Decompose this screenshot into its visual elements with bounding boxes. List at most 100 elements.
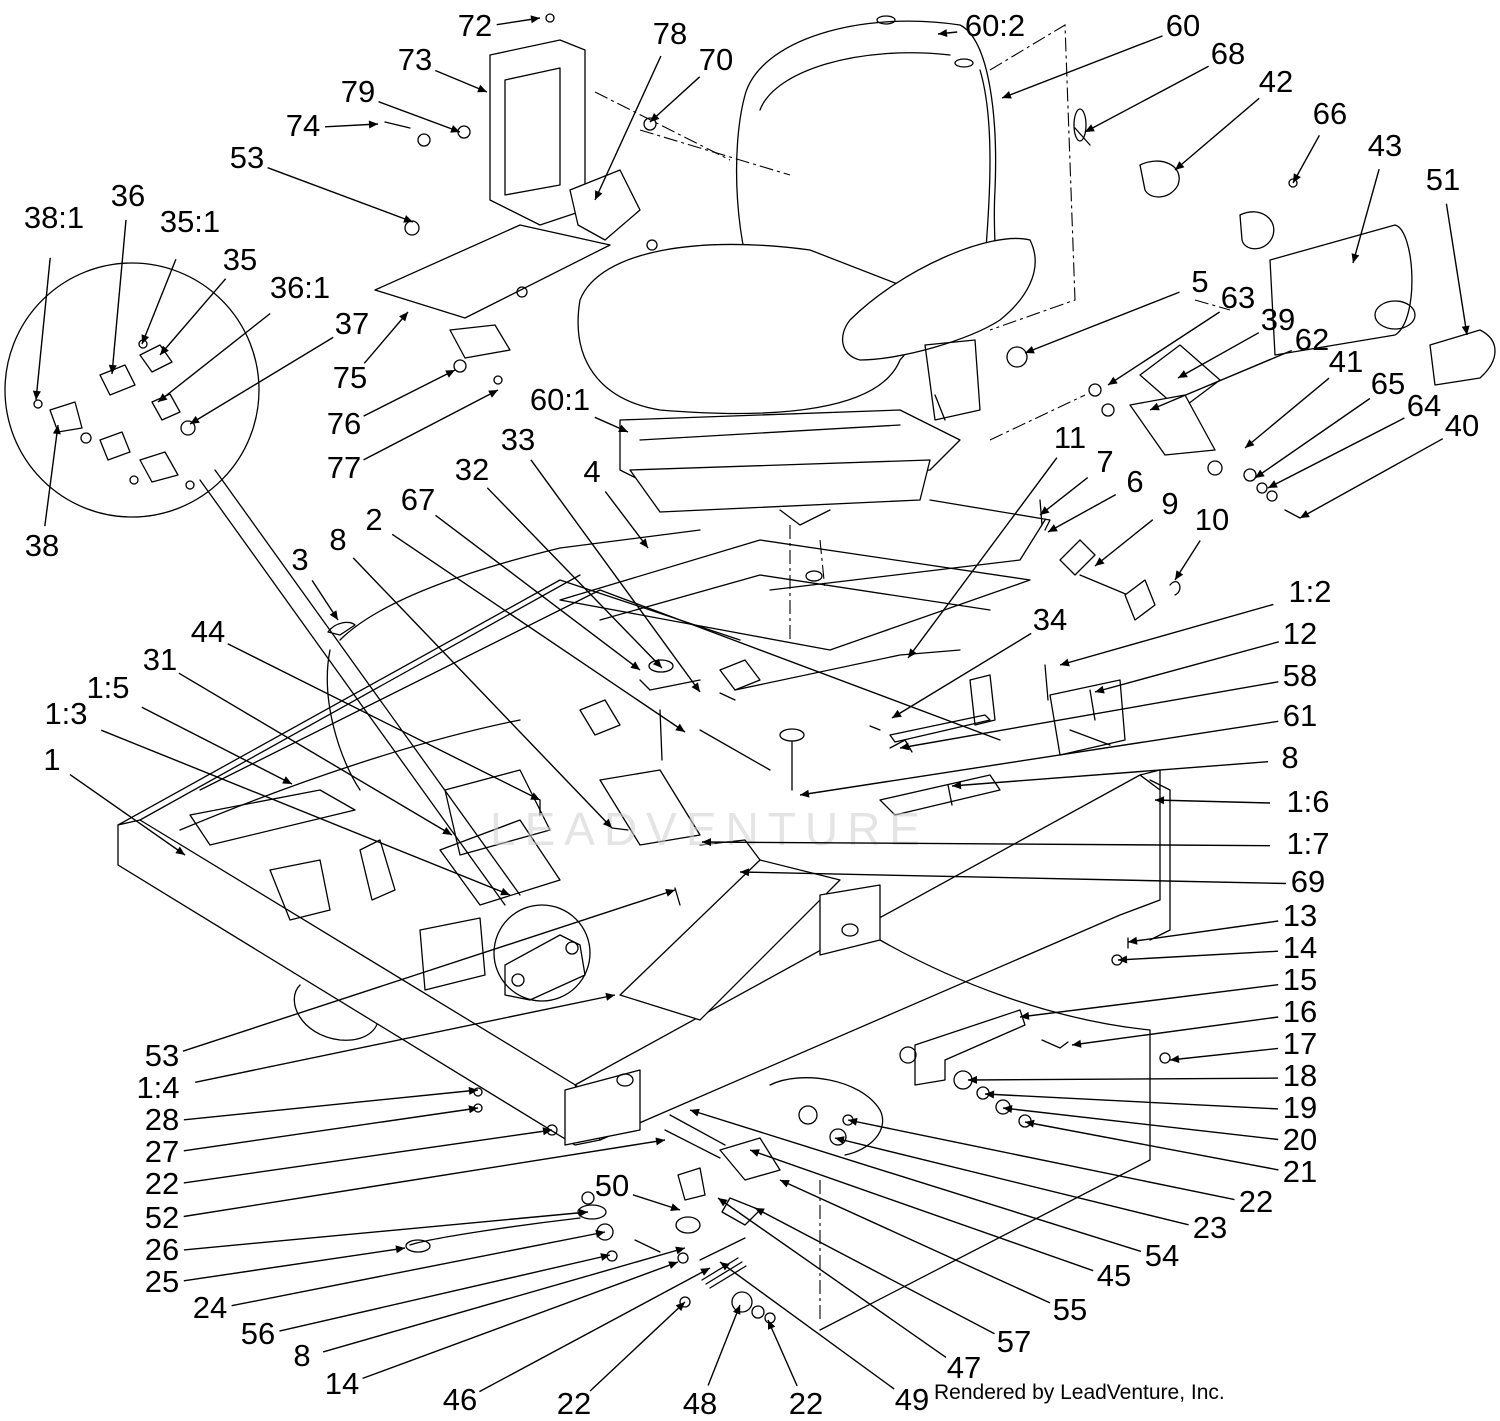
callout-c73: 73 [398, 42, 432, 77]
leader-c38-1 [35, 257, 51, 401]
callout-c19: 19 [1283, 1090, 1317, 1125]
callout-c8a: 8 [329, 522, 346, 557]
arrowhead-c15 [1020, 1011, 1030, 1020]
callout-c61: 61 [1283, 698, 1317, 733]
callout-c1-3: 1:3 [44, 696, 87, 731]
leader-c52 [183, 1139, 666, 1218]
arrowhead-c49 [720, 1262, 730, 1271]
leader-c4 [604, 491, 649, 549]
leader-c31 [178, 672, 453, 836]
arrowhead-c5 [1025, 346, 1035, 354]
detail-inset [4, 262, 521, 906]
right-parts-group [1039, 108, 1496, 621]
leader-c8b [951, 761, 1269, 787]
arrowhead-c4 [639, 538, 648, 548]
callout-c14b: 14 [325, 1366, 359, 1401]
arrowhead-c45 [750, 1149, 760, 1157]
callout-c48: 48 [683, 1386, 717, 1421]
leader-c27 [183, 1107, 479, 1152]
arrowhead-c62 [1150, 402, 1160, 411]
leader-c1-3 [100, 729, 511, 896]
leader-c7 [1039, 477, 1089, 516]
arrowhead-c66 [1293, 173, 1301, 183]
leader-c75 [363, 311, 409, 364]
callout-c52: 52 [145, 1200, 179, 1235]
callout-c45: 45 [1097, 1258, 1131, 1293]
callout-c57: 57 [997, 1324, 1031, 1359]
arrowhead-c58 [900, 742, 910, 751]
arrowhead-c6 [1048, 524, 1058, 532]
callout-c64: 64 [1407, 388, 1441, 423]
callout-c4: 4 [583, 454, 600, 489]
arrowhead-c55 [780, 1180, 790, 1188]
callout-c24: 24 [193, 1290, 227, 1325]
leader-c9 [1094, 519, 1154, 567]
arrowhead-c69 [740, 868, 750, 877]
seat-bracket-group [374, 13, 731, 385]
arrowhead-c56 [600, 1253, 610, 1261]
arrowhead-c61 [800, 789, 810, 798]
arrowhead-c72 [530, 15, 540, 24]
leader-c45 [749, 1149, 1094, 1272]
leader-c44 [227, 643, 541, 801]
callout-c8b: 8 [1281, 740, 1298, 775]
callout-c75: 75 [333, 360, 367, 395]
callout-c51: 51 [1426, 162, 1460, 197]
arrowhead-c10 [1175, 570, 1184, 580]
callout-c1-7: 1:7 [1286, 826, 1329, 861]
arrowhead-c53b [665, 889, 675, 897]
leader-c69 [739, 871, 1287, 885]
arrowhead-c68 [1085, 124, 1095, 132]
leader-c57 [754, 1207, 995, 1335]
leader-c16 [1071, 1016, 1279, 1046]
arrowhead-c1-5 [282, 776, 292, 784]
leader-c41 [1244, 377, 1330, 449]
leader-c5 [1024, 291, 1180, 354]
leader-c54 [689, 1109, 1142, 1253]
leader-c46 [479, 1267, 711, 1393]
arrowhead-c44 [530, 792, 540, 800]
arrowhead-c48 [733, 1305, 741, 1315]
leader-c8a [352, 557, 613, 829]
arrowhead-c1-4 [605, 992, 615, 1001]
leader-c58 [899, 681, 1279, 749]
arrowhead-c8c [675, 1246, 685, 1255]
callout-c2: 2 [365, 502, 382, 537]
arrowhead-c36 [108, 364, 117, 374]
callout-c25: 25 [145, 1264, 179, 1299]
arrowhead-c76 [445, 370, 455, 378]
callout-c1-2: 1:2 [1288, 574, 1331, 609]
arrowhead-c12 [1095, 685, 1105, 694]
arrowhead-c53a [403, 215, 413, 223]
arrowhead-c63 [1108, 376, 1118, 385]
callout-c68: 68 [1211, 36, 1245, 71]
callout-c6: 6 [1126, 464, 1143, 499]
callout-c53a: 53 [230, 140, 264, 175]
arrowhead-c65 [1255, 469, 1265, 478]
callout-c15: 15 [1283, 962, 1317, 997]
callout-c22d: 22 [145, 1166, 179, 1201]
callout-c58: 58 [1283, 658, 1317, 693]
callout-c40: 40 [1445, 408, 1479, 443]
leader-c1-7 [701, 841, 1271, 847]
leader-c33 [530, 459, 701, 693]
arrowhead-c27 [468, 1105, 478, 1114]
leader-c1-4 [195, 994, 616, 1083]
callout-c28: 28 [145, 1102, 179, 1137]
leader-c40 [1299, 438, 1444, 519]
arrowhead-c79 [450, 125, 460, 133]
arrowhead-c60-1 [618, 424, 628, 432]
arrowhead-c22a [848, 1117, 858, 1126]
arrowhead-c20 [1003, 1105, 1013, 1113]
callout-c33: 33 [501, 422, 535, 457]
callout-c26: 26 [145, 1232, 179, 1267]
arrowhead-c67 [630, 661, 640, 670]
arrowhead-c31 [442, 827, 452, 835]
callout-c34: 34 [1033, 602, 1067, 637]
leader-c48 [707, 1304, 741, 1386]
leader-c1 [69, 774, 186, 856]
callout-c37: 37 [335, 306, 369, 341]
arrowhead-c36-1 [158, 393, 168, 402]
arrowhead-c17 [1170, 1055, 1180, 1063]
leader-c25 [183, 1247, 406, 1282]
